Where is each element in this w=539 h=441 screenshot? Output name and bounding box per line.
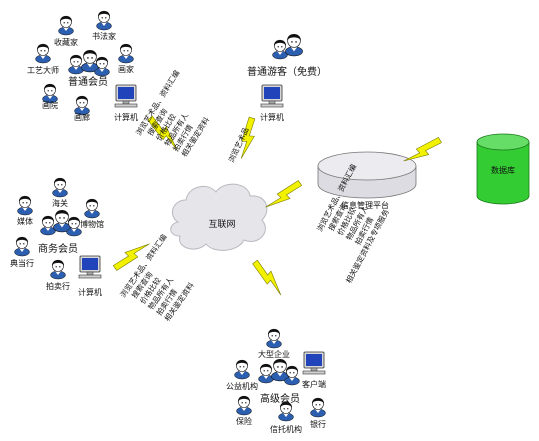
member-pawnshop: 典当行 [10,258,34,268]
person-icon [58,15,74,36]
database-label: 数据库 [491,165,515,175]
cloud-icon [170,183,268,251]
member-customs: 海关 [52,198,68,208]
client-label: 客户端 [302,379,326,389]
member-bank: 银行 [310,419,326,429]
member-charity: 公益机构 [226,381,258,391]
member-trust: 信托机构 [270,424,302,434]
server-disk-icon [317,151,417,199]
business-member-title: 商务会员 [38,242,78,255]
person-icon [284,33,304,57]
regular-computer-label: 计算机 [114,112,138,122]
computer-icon [114,84,138,108]
senior-member-title: 高级会员 [260,392,300,405]
platform-label: 信息管理平台 [341,200,389,210]
member-insurance: 保险 [236,416,252,426]
person-icon [40,215,56,236]
member-academy: 画院 [42,100,58,110]
lightning-icon [251,257,287,298]
person-icon [96,10,112,31]
regular-member-title: 普通会员 [68,75,108,88]
person-icon [68,54,84,75]
person-icon [52,177,68,198]
computer-icon [302,351,326,375]
member-media: 媒体 [17,216,33,226]
person-icon [270,358,290,382]
person-icon [52,209,72,233]
person-icon [14,236,30,257]
member-gallery: 画廊 [74,112,90,122]
member-collector: 收藏家 [54,37,78,47]
member-enterprise: 大型企业 [258,349,290,359]
person-icon [80,49,100,73]
person-icon [35,43,51,64]
computer-icon [260,84,284,108]
member-painter: 画家 [118,64,134,74]
database-icon [476,133,530,205]
person-icon [17,195,33,216]
business-computer-label: 计算机 [78,287,102,297]
member-calligrapher: 书法家 [92,31,116,41]
person-icon [118,43,134,64]
internet-label: 互联网 [208,219,235,230]
member-craftsman: 工艺大师 [27,65,59,75]
person-icon [278,401,294,422]
person-icon [310,397,326,418]
person-icon [272,39,288,60]
person-icon [236,395,252,416]
person-icon [84,198,100,219]
person-icon [234,359,250,380]
person-icon [258,363,274,384]
person-icon [266,328,282,349]
member-auction: 拍卖行 [46,281,70,291]
member-museum: 博物馆 [80,219,104,229]
computer-icon [78,255,102,279]
person-icon [50,259,66,280]
visitor-title: 普通游客（免费） [247,65,327,78]
visitor-computer-label: 计算机 [260,112,284,122]
lightning-icon [263,179,305,214]
